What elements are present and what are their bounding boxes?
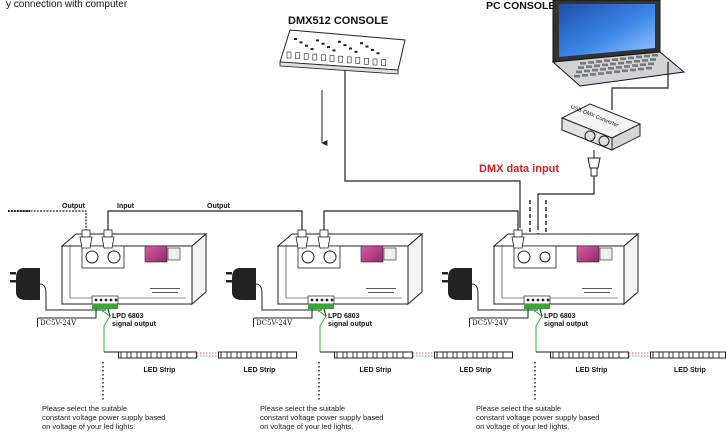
signal-label-chip: LPD 6803 xyxy=(544,313,576,320)
led-strip-label: LED Strip xyxy=(674,367,706,374)
pc-console-label: PC CONSOLE xyxy=(486,0,555,12)
led-strip-label: LED Strip xyxy=(360,367,392,374)
output-port-label-1: Output xyxy=(62,203,86,210)
led-strip-segment: LED Strip xyxy=(118,351,197,374)
signal-label-output: signal output xyxy=(328,321,373,328)
dmx-console-icon xyxy=(279,29,406,75)
led-strip-segment: LED Strip xyxy=(218,351,297,374)
power-adapter-icon xyxy=(226,268,322,311)
xlr-connector-icon xyxy=(317,229,331,249)
power-label: DC5V-24V xyxy=(256,319,293,327)
dmx-data-input-label: DMX data input xyxy=(479,163,559,175)
xlr-connector-icon xyxy=(295,229,309,249)
dmx-console-label: DMX512 CONSOLE xyxy=(288,15,388,27)
laptop-icon xyxy=(551,0,686,87)
input-port-label: Input xyxy=(117,203,135,210)
led-strip-label: LED Strip xyxy=(576,367,608,374)
xlr-connector-icon xyxy=(79,229,93,249)
xlr-connector-icon xyxy=(511,229,525,249)
led-strip-label: LED Strip xyxy=(460,367,492,374)
signal-label-output: signal output xyxy=(112,321,157,328)
signal-label-output: signal output xyxy=(544,321,589,328)
power-label: DC5V-24V xyxy=(40,319,77,327)
led-strip-segment: LED Strip xyxy=(434,351,513,374)
signal-label-chip: LPD 6803 xyxy=(112,313,144,320)
power-adapter-icon xyxy=(442,268,538,311)
led-strip-segment: LED Strip xyxy=(550,351,629,374)
intro-text: y connection with computer xyxy=(6,0,128,10)
led-strip-label: LED Strip xyxy=(244,367,276,374)
led-strip-segment: LED Strip xyxy=(650,351,726,374)
power-label: DC5V-24V xyxy=(472,319,509,327)
usb-dmx-converter-icon xyxy=(560,103,642,151)
led-strip-label: LED Strip xyxy=(144,367,176,374)
signal-label-chip: LPD 6803 xyxy=(328,313,360,320)
led-strip-segment: LED Strip xyxy=(334,351,413,374)
power-adapter-icon xyxy=(10,268,106,311)
xlr-connector-icon xyxy=(101,229,115,249)
output-port-label-2: Output xyxy=(207,203,231,210)
